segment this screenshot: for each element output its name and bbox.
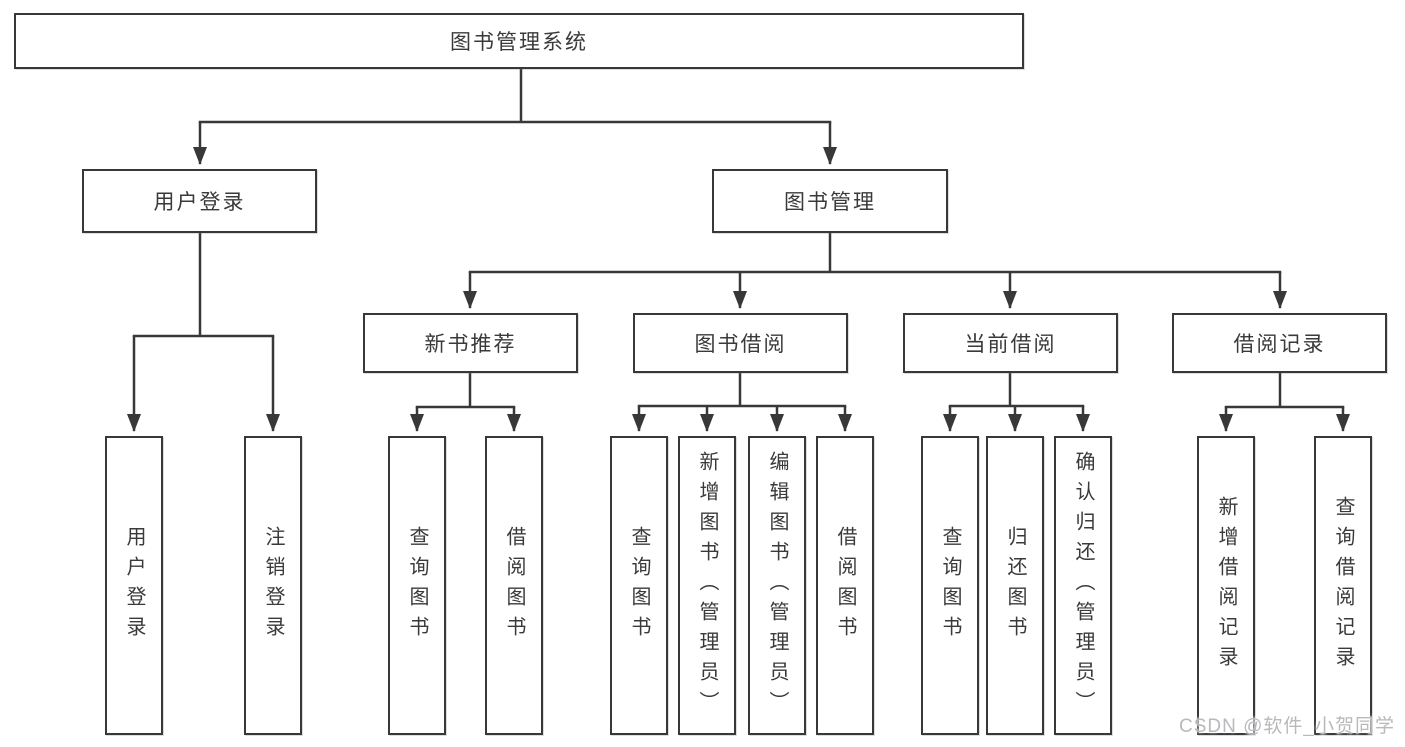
leaf-query-books-borrowing: 查询图书 bbox=[610, 436, 668, 735]
node-new-book-recommend: 新书推荐 bbox=[363, 313, 578, 373]
leaf-add-borrow-record: 新增借阅记录 bbox=[1197, 436, 1255, 735]
leaf-borrow-books-borrowing: 借阅图书 bbox=[816, 436, 874, 735]
node-book-management: 图书管理 bbox=[712, 169, 948, 233]
leaf-logout: 注销登录 bbox=[244, 436, 302, 735]
leaf-query-books-new: 查询图书 bbox=[388, 436, 446, 735]
node-user-login: 用户登录 bbox=[82, 169, 317, 233]
leaf-query-books-current: 查询图书 bbox=[921, 436, 979, 735]
leaf-borrow-books-new: 借阅图书 bbox=[485, 436, 543, 735]
leaf-user-login: 用户登录 bbox=[105, 436, 163, 735]
node-book-borrowing: 图书借阅 bbox=[633, 313, 848, 373]
leaf-return-books: 归还图书 bbox=[986, 436, 1044, 735]
node-borrowing-records: 借阅记录 bbox=[1172, 313, 1387, 373]
leaf-query-borrow-record: 查询借阅记录 bbox=[1314, 436, 1372, 735]
leaf-add-books-admin: 新增图书（管理员） bbox=[678, 436, 736, 735]
node-current-borrowing: 当前借阅 bbox=[903, 313, 1118, 373]
csdn-watermark: CSDN @软件_小贺同学 bbox=[1179, 716, 1395, 737]
leaf-edit-books-admin: 编辑图书（管理员） bbox=[748, 436, 806, 735]
node-root-library-system: 图书管理系统 bbox=[14, 13, 1024, 69]
leaf-confirm-return-admin: 确认归还（管理员） bbox=[1054, 436, 1112, 735]
